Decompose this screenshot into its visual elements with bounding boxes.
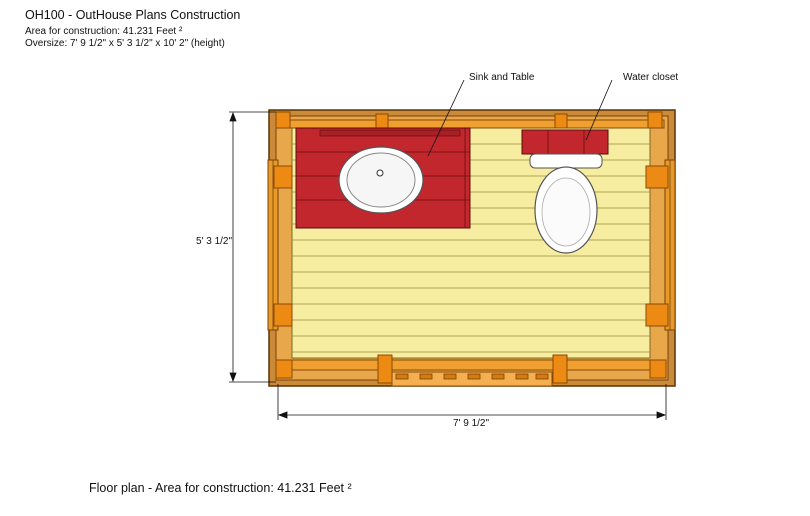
height-dimension xyxy=(229,111,276,383)
plan-title: OH100 - OutHouse Plans Construction xyxy=(25,8,241,22)
sink-table-label: Sink and Table xyxy=(469,72,535,83)
door-step-blocks xyxy=(395,373,549,380)
floor-plan-caption: Floor plan - Area for construction: 41.2… xyxy=(89,481,352,495)
sink-table-leader xyxy=(427,79,465,157)
width-dimension-label: 7' 9 1/2" xyxy=(453,418,489,429)
width-dimension xyxy=(277,384,667,420)
top-plate xyxy=(279,119,665,129)
toilet-tank xyxy=(529,153,603,169)
bottom-plate xyxy=(279,359,665,371)
water-closet-label: Water closet xyxy=(623,72,678,83)
water-closet-leader xyxy=(585,79,613,141)
framing-posts xyxy=(273,111,669,384)
oversize-text: Oversize: 7' 9 1/2" x 5' 3 1/2" x 10' 2"… xyxy=(25,38,225,49)
toilet-bench xyxy=(521,129,609,155)
height-dimension-label: 5' 3 1/2" xyxy=(196,236,232,247)
sink-drain xyxy=(376,169,384,177)
area-text: Area for construction: 41.231 Feet ² xyxy=(25,26,183,37)
